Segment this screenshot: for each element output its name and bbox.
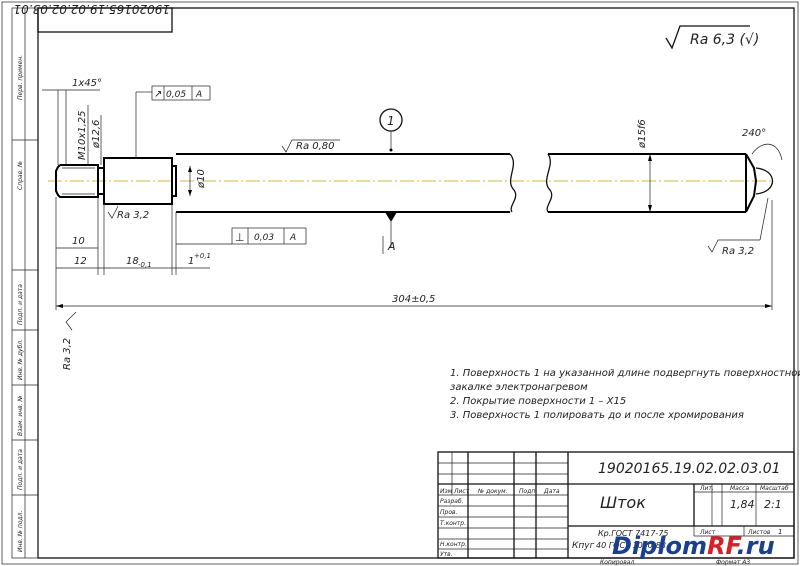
tb-role: Утв.: [440, 551, 453, 558]
roughness-rod-text: Ra 0,80: [296, 141, 335, 152]
tb-role: Разраб.: [440, 498, 464, 505]
tb-role: Н.контр.: [440, 541, 467, 548]
side-strip-item: Перв. примен.: [17, 55, 24, 100]
general-roughness-text: Ra 6,3 (√): [690, 32, 759, 48]
side-strip-item: Инв. № подл.: [17, 511, 24, 552]
tb-role: Т.контр.: [440, 520, 466, 527]
side-strip: Перв. примен. Справ. № Подп. и дата Инв.…: [11, 7, 39, 559]
dim-len-1-tol: +0,1: [194, 252, 211, 260]
length-dims: 10 12 18 -0,1 1 +0,1 304±0,5: [55, 197, 773, 310]
tb-header: Лист: [453, 488, 470, 495]
tb-material-line2: 40 ГОСТ 1050-88: [596, 541, 666, 550]
dim-thread-text: М10х1,25: [77, 110, 88, 160]
roughness-end: Ra 3,2: [707, 197, 769, 257]
tol-perp-datum: A: [289, 233, 296, 243]
tb-col-mass: Масса: [730, 485, 749, 492]
tol-perp-symbol: ⊥: [235, 231, 245, 244]
part-name: Шток: [600, 493, 646, 512]
tol-runout-value: 0,05: [166, 90, 186, 100]
note-line: 2. Покрытие поверхности 1 – Х15: [450, 396, 626, 407]
tol-perp-value: 0,03: [254, 233, 274, 243]
cone-angle: 240°: [742, 128, 783, 161]
general-roughness: Ra 6,3 (√): [665, 25, 759, 50]
tol-runout-datum: A: [195, 90, 202, 100]
tb-col-scale: Масштаб: [760, 485, 789, 492]
svg-text:DiplomRF.ru: DiplomRF.ru: [612, 532, 775, 560]
tb-header: Подп.: [519, 488, 537, 495]
tb-header: № докум.: [477, 488, 508, 495]
dim-len-18-tol: -0,1: [138, 261, 152, 269]
doc-number: 19020165.19.02.02.03.01: [598, 461, 781, 477]
roughness-shoulder-text: Ra 3,2: [117, 210, 149, 221]
dim-thread: М10х1,25: [77, 105, 89, 165]
dim-len-12: 12: [74, 256, 87, 267]
dim-len-1: 1: [188, 256, 194, 267]
tb-sheet-label: Лист: [699, 529, 716, 536]
dim-len-10: 10: [72, 236, 85, 247]
side-strip-item: Подп. и дата: [17, 449, 24, 490]
tb-copied: Копировал: [600, 559, 634, 566]
tb-scale: 2:1: [764, 498, 782, 511]
dim-shoulder-dia: ø10: [188, 166, 207, 196]
dim-chamfer-text: 1х45°: [72, 78, 102, 89]
watermark-part3: .ru: [737, 532, 775, 560]
part-outline: [48, 153, 773, 213]
tol-runout: ↗ 0,05 A: [135, 85, 211, 158]
dim-shoulder-dia-text: ø10: [196, 169, 207, 189]
roughness-rod: Ra 0,80: [281, 139, 340, 153]
watermark-part1: Diplom: [612, 532, 707, 560]
side-strip-item: Взам. инв. №: [17, 395, 24, 436]
roughness-left-text: Ra 3,2: [62, 338, 73, 370]
tb-sheets-label: Листов: [747, 529, 771, 536]
tol-perp: ⊥ 0,03 A: [176, 227, 307, 245]
side-strip-item: Подп. и дата: [17, 284, 24, 325]
note-line: 1. Поверхность 1 на указанной длине подв…: [450, 368, 800, 379]
datum-a: A: [382, 212, 397, 254]
dim-relief-text: ø12,6: [91, 120, 102, 149]
note-line: 3. Поверхность 1 полировать до и после х…: [450, 410, 744, 421]
tb-header: Изм: [440, 488, 453, 495]
roughness-left: Ra 3,2: [62, 311, 77, 370]
tb-material-prefix: Кпуг: [572, 541, 595, 551]
tb-role: Пров.: [440, 509, 458, 516]
datum-a-label: A: [387, 240, 396, 253]
doc-number-rotated: 19020165.19.02.02.03.01: [14, 2, 171, 16]
roughness-shoulder: Ra 3,2: [107, 205, 149, 221]
tol-runout-symbol: ↗: [154, 89, 162, 100]
tb-sheets-value: 1: [778, 528, 782, 536]
tb-header: Дата: [543, 488, 560, 495]
roughness-end-text: Ra 3,2: [722, 246, 754, 257]
dim-relief: ø12,6: [91, 115, 102, 165]
dim-len-18: 18: [126, 256, 139, 267]
side-strip-item: Справ. №: [17, 161, 24, 190]
watermark-part2: RF: [707, 532, 742, 560]
position-label: 1: [387, 114, 395, 128]
tb-format: Формат А3: [716, 559, 750, 566]
side-strip-item: Инв. № дубл.: [17, 339, 24, 380]
watermark-logo: DiplomRF.ru: [612, 532, 775, 560]
dim-rod-dia: ø15f6: [637, 119, 652, 212]
tb-mass: 1,84: [730, 498, 755, 511]
dim-chamfer: 1х45°: [42, 78, 102, 165]
doc-number-box-rotated: 19020165.19.02.02.03.01: [14, 2, 173, 33]
cone-angle-text: 240°: [742, 128, 766, 139]
position-balloon: 1: [379, 108, 403, 152]
title-block: Изм Лист № докум. Подп. Дата Разраб. Про…: [437, 451, 795, 566]
note-line: закалке электронагревом: [450, 382, 588, 393]
dim-rod-dia-text: ø15f6: [637, 119, 648, 149]
tb-material-line1: Кр.ГОСТ 7417-75: [598, 529, 669, 538]
tb-col-lit: Лит.: [699, 485, 714, 492]
dim-overall-length: 304±0,5: [392, 294, 435, 305]
tech-notes: 1. Поверхность 1 на указанной длине подв…: [450, 368, 800, 421]
